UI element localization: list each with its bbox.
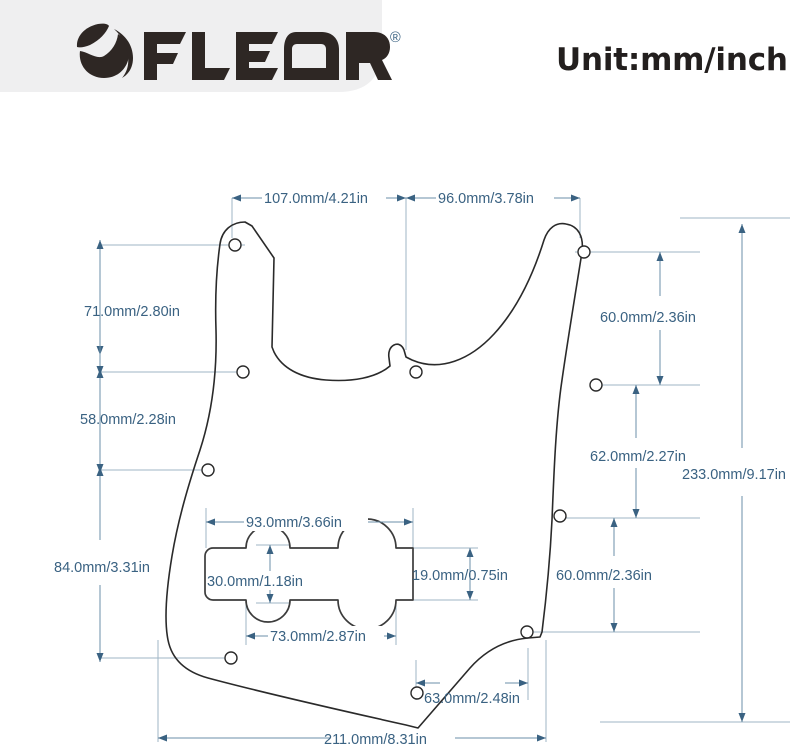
screw-hole — [228, 238, 242, 252]
registered-mark: ® — [390, 30, 401, 46]
dimension-overall-height: 233.0mm/9.17in — [682, 224, 786, 722]
dimension-cavity-inner-width: 73.0mm/2.87in — [246, 626, 396, 645]
dimension-label-overall-width: 211.0mm/8.31in — [324, 732, 427, 748]
leaf-icon — [76, 23, 133, 78]
dimension-label-left-upper-height: 71.0mm/2.80in — [84, 304, 180, 320]
dimension-label-cavity-height: 30.0mm/1.18in — [207, 574, 303, 590]
dimension-cavity-right-offset: 19.0mm/0.75in — [412, 548, 508, 600]
screw-hole — [553, 509, 567, 523]
screw-hole — [589, 378, 603, 392]
dimension-label-overall-height: 233.0mm/9.17in — [682, 467, 786, 483]
dimension-label-right-upper-height: 60.0mm/2.36in — [600, 310, 696, 326]
dimension-right-upper-height: 60.0mm/2.36in — [600, 252, 696, 385]
screw-hole — [224, 651, 238, 665]
dimension-label-top-left-width: 107.0mm/4.21in — [264, 191, 368, 207]
screw-hole — [577, 245, 591, 259]
dimension-label-right-mid-height: 62.0mm/2.27in — [590, 449, 686, 465]
brand-wordmark — [144, 32, 392, 80]
dimension-overall-width: 211.0mm/8.31in — [158, 732, 546, 748]
dimension-left-mid-height: 58.0mm/2.28in — [80, 338, 176, 458]
dimension-label-bottom-right-offset: 63.0mm/2.48in — [424, 691, 520, 707]
extension-lines — [100, 198, 790, 742]
dimension-label-left-lower-height: 84.0mm/3.31in — [54, 560, 150, 576]
dimension-bottom-right-offset: 63.0mm/2.48in — [416, 679, 528, 707]
dimension-label-cavity-right-offset: 19.0mm/0.75in — [412, 568, 508, 584]
screw-hole — [201, 463, 215, 477]
dimension-top-left-width: 107.0mm/4.21in — [232, 188, 406, 207]
screw-hole — [236, 365, 250, 379]
pickup-cavity — [204, 518, 414, 630]
dimension-cavity-height: 30.0mm/1.18in — [206, 545, 330, 603]
dimension-label-right-lower-height: 60.0mm/2.36in — [556, 568, 652, 584]
dimension-left-lower-height: 84.0mm/3.31in — [54, 452, 150, 662]
dimension-label-left-mid-height: 58.0mm/2.28in — [80, 412, 176, 428]
screw-hole — [409, 365, 423, 379]
dimension-right-lower-height: 60.0mm/2.36in — [556, 518, 652, 632]
screw-hole — [520, 625, 534, 639]
screw-holes — [201, 238, 603, 700]
pickguard-outline — [165, 221, 584, 729]
dimension-right-mid-height: 62.0mm/2.27in — [590, 385, 686, 518]
dimension-cavity-outer-width: 93.0mm/3.66in — [206, 512, 413, 531]
dimension-label-cavity-outer-width: 93.0mm/3.66in — [246, 515, 342, 531]
dimension-label-top-right-width: 96.0mm/3.78in — [438, 191, 534, 207]
unit-label: Unit:mm/inch — [556, 42, 788, 78]
dimension-top-right-width: 96.0mm/3.78in — [406, 188, 580, 207]
dimension-label-cavity-inner-width: 73.0mm/2.87in — [270, 629, 366, 645]
screw-hole — [410, 686, 424, 700]
